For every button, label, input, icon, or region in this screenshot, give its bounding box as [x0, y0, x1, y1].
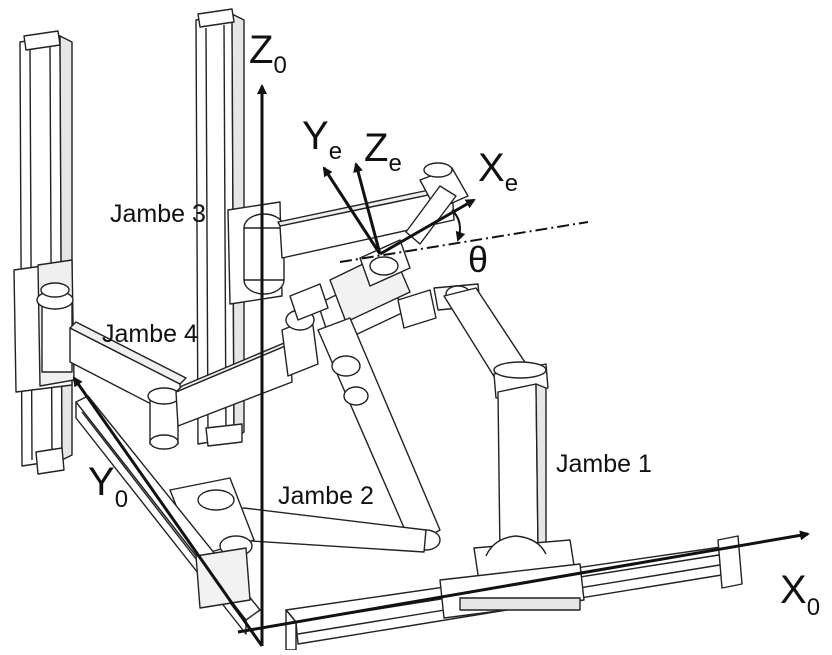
leg2-label: Jambe 2 [278, 482, 374, 510]
z0-subscript: 0 [273, 52, 287, 79]
y0-letter: Y [88, 460, 115, 504]
xe-axis [379, 198, 476, 256]
x0-label: X0 [780, 568, 820, 620]
center-column [195, 8, 245, 447]
leg4-label: Jambe 4 [102, 320, 198, 348]
ze-axis [353, 162, 382, 255]
y0-subscript: 0 [114, 486, 129, 513]
ze-letter: Z [364, 126, 389, 170]
theta-label: θ [468, 239, 489, 280]
leg3-assembly [227, 162, 469, 305]
x0-letter: X [780, 568, 807, 612]
ye-axis [322, 166, 382, 255]
ye-letter: Y [302, 114, 329, 158]
ye-subscript: e [328, 138, 343, 165]
xe-label: Xe [478, 146, 518, 196]
ze-label: Ze [364, 126, 402, 176]
z0-label: Z0 [249, 28, 287, 78]
left-column [13, 30, 75, 475]
y0-label: Y0 [88, 460, 128, 512]
leg2-assembly [169, 317, 441, 557]
leg3-label: Jambe 3 [110, 200, 206, 228]
leg1-label: Jambe 1 [556, 450, 652, 478]
left-rail [75, 395, 261, 635]
base-frame-axes [72, 84, 810, 647]
theta-reference-line [339, 221, 589, 263]
xe-letter: X [478, 146, 505, 190]
ze-subscript: e [388, 150, 402, 177]
end-effector-frame-axes [322, 162, 589, 263]
x0-subscript: 0 [806, 594, 821, 621]
theta-arc [451, 209, 466, 242]
x0-axis [237, 530, 810, 634]
xe-subscript: e [504, 170, 519, 197]
ye-label: Ye [302, 114, 342, 164]
leg4-assembly [69, 309, 319, 450]
y0-axis [72, 376, 264, 647]
leg1-assembly [443, 287, 577, 589]
z0-letter: Z [249, 28, 274, 72]
